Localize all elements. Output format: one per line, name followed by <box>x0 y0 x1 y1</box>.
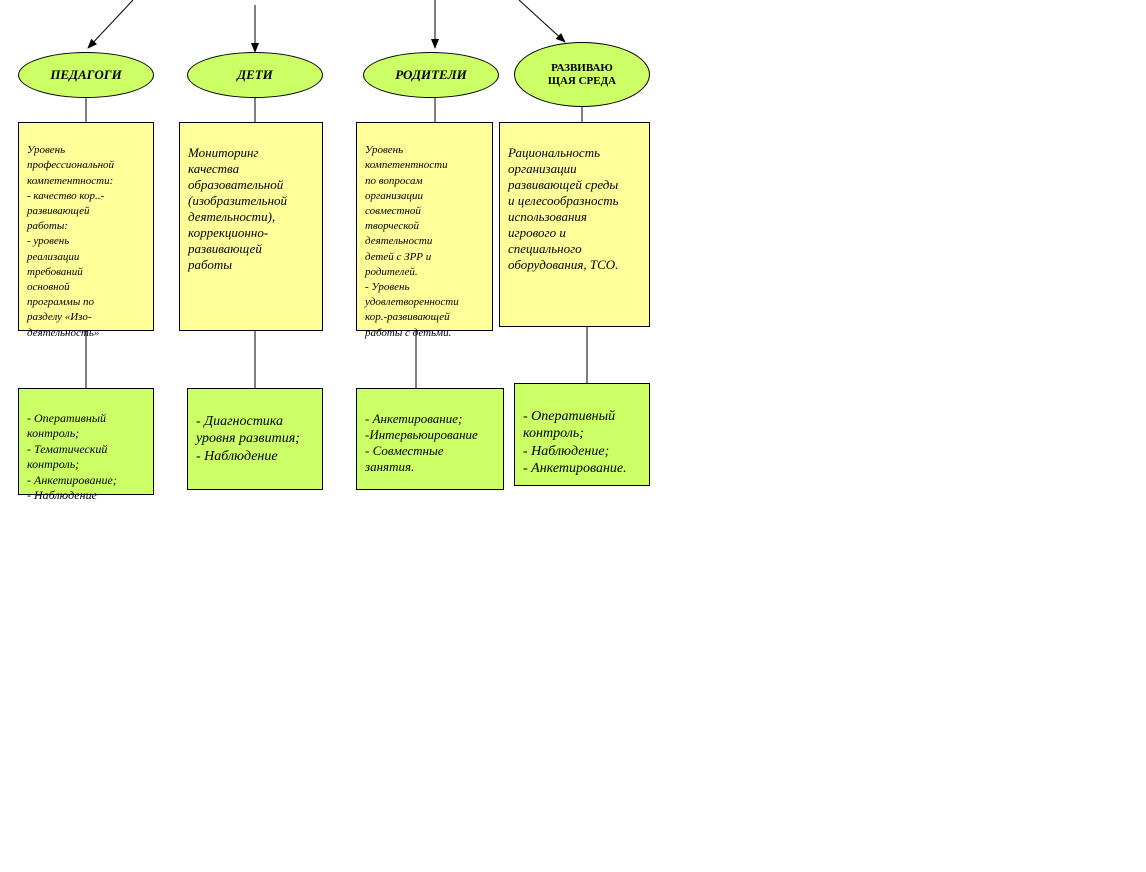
children-criteria-box: Мониторинг качества образовательной (изо… <box>179 122 323 331</box>
children-methods-text: - Диагностика уровня развития; - Наблюде… <box>196 413 300 464</box>
environment-node: РАЗВИВАЮ ЩАЯ СРЕДА <box>514 42 650 107</box>
parents-criteria-box: Уровень компетентности по вопросам орган… <box>356 122 493 339</box>
environment-criteria-box: Рациональность организации развивающей с… <box>499 122 650 327</box>
parents-node: РОДИТЕЛИ <box>363 52 499 98</box>
parents-criteria-text: Уровень компетентности по вопросам орган… <box>365 144 459 339</box>
environment-criteria-text: Рациональность организации развивающей с… <box>508 145 619 272</box>
environment-title: РАЗВИВАЮ ЩАЯ СРЕДА <box>547 61 617 87</box>
parents-methods-box: - Анкетирование; -Интервьюирование - Сов… <box>356 388 504 490</box>
children-node: ДЕТИ <box>187 52 323 98</box>
teachers-node: ПЕДАГОГИ <box>18 52 154 98</box>
teachers-methods-box: - Оперативный контроль; - Тематический к… <box>18 388 154 502</box>
teachers-criteria-box: Уровень профессиональной компетентности:… <box>18 122 154 339</box>
arrow-to-environment <box>518 0 566 43</box>
teachers-criteria-text: Уровень профессиональной компетентности:… <box>27 144 115 339</box>
parents-title: РОДИТЕЛИ <box>395 67 467 82</box>
teachers-title: ПЕДАГОГИ <box>50 67 122 82</box>
parents-methods-text: - Анкетирование; -Интервьюирование - Сов… <box>365 411 478 474</box>
arrow-to-teachers <box>87 0 134 49</box>
environment-methods-text: - Оперативный контроль; - Наблюдение; - … <box>523 408 627 477</box>
children-title: ДЕТИ <box>237 67 273 82</box>
teachers-methods-text: - Оперативный контроль; - Тематический к… <box>27 410 117 503</box>
children-criteria-text: Мониторинг качества образовательной (изо… <box>188 145 288 272</box>
children-methods-box: - Диагностика уровня развития; - Наблюде… <box>187 388 323 490</box>
environment-methods-box: - Оперативный контроль; - Наблюдение; - … <box>514 383 650 486</box>
